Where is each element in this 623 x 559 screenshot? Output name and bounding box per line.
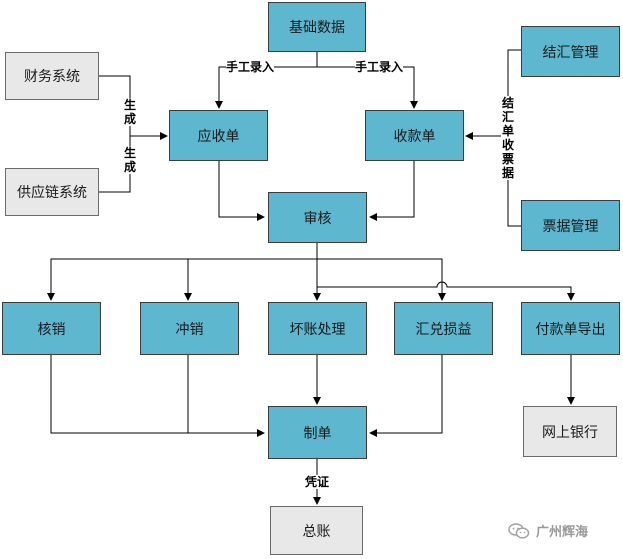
node-receivable[interactable]: 应收单 (169, 110, 268, 161)
watermark-text: 广州辉海 (536, 525, 589, 540)
edge-audit-to-payment (317, 281, 575, 301)
label-generate-1: 生成 (123, 98, 137, 126)
edge-writeoff-to-voucher (50, 355, 265, 437)
node-bill-mgmt[interactable]: 票据管理 (521, 200, 620, 251)
node-basic-data[interactable]: 基础数据 (268, 2, 366, 52)
label-generate-2: 生成 (123, 146, 137, 174)
label-manual-right: 手工录入 (355, 60, 404, 74)
node-online-bank[interactable]: 网上银行 (523, 406, 617, 457)
wechat-icon (508, 522, 530, 540)
edge-audit-to-writeoff (47, 258, 317, 301)
label-voucher: 凭证 (305, 475, 330, 489)
node-audit[interactable]: 审核 (268, 192, 367, 243)
watermark: 广州辉海 (508, 521, 588, 540)
node-fx-gain-loss[interactable]: 汇兑损益 (394, 302, 493, 355)
node-payment-export[interactable]: 付款单导出 (521, 302, 620, 355)
node-finance-system[interactable]: 财务系统 (5, 52, 99, 100)
node-ledger[interactable]: 总账 (270, 506, 363, 555)
node-offset[interactable]: 冲销 (140, 302, 239, 355)
node-supply-chain-system[interactable]: 供应链系统 (5, 168, 99, 216)
label-manual-left: 手工录入 (226, 60, 275, 74)
node-receipt[interactable]: 收款单 (365, 110, 464, 161)
edge-basic-to-receipt (317, 66, 418, 109)
edge-receivable-to-audit (218, 161, 265, 221)
node-bad-debt[interactable]: 坏账处理 (268, 302, 367, 355)
node-voucher-make[interactable]: 制单 (268, 406, 367, 459)
edge-audit-to-fx (317, 258, 446, 301)
node-writeoff[interactable]: 核销 (2, 302, 101, 355)
edge-fx-to-voucher (369, 355, 443, 437)
label-exchange-bill: 结汇单收票据 (501, 96, 515, 180)
edge-receipt-to-audit (369, 161, 415, 221)
node-exchange-mgmt[interactable]: 结汇管理 (521, 26, 620, 77)
